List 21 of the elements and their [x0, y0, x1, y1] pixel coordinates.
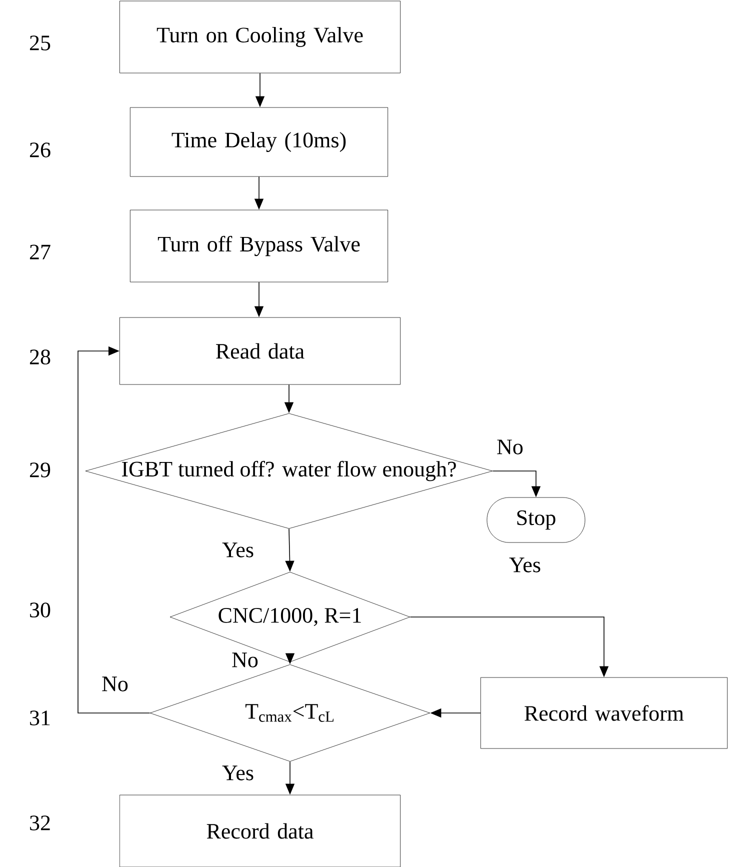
step-number: 28: [30, 350, 50, 364]
edge-label: Yes: [508, 556, 542, 574]
step-number: 26: [30, 142, 50, 158]
step-number: 32: [30, 816, 50, 830]
step-number: 31: [30, 710, 50, 726]
step-number: 29: [30, 462, 50, 478]
process-box: Record waveform: [480, 677, 728, 749]
process-box: Read data: [119, 317, 401, 385]
edge-label: Yes: [221, 764, 255, 782]
step-number: 27: [30, 244, 50, 260]
edge-label: Yes: [221, 542, 255, 558]
terminal-box: Stop: [486, 497, 586, 543]
process-box: Turn on Cooling Valve: [119, 0, 401, 74]
arrow: [78, 346, 150, 714]
process-box: Turn off Bypass Valve: [130, 210, 388, 282]
edge-label: No: [100, 676, 130, 692]
edge-label: No: [496, 438, 524, 456]
process-box: Time Delay (10ms): [130, 107, 388, 177]
process-box: Record data: [119, 794, 401, 867]
step-number: 30: [30, 602, 50, 618]
step-number: 25: [30, 36, 50, 50]
